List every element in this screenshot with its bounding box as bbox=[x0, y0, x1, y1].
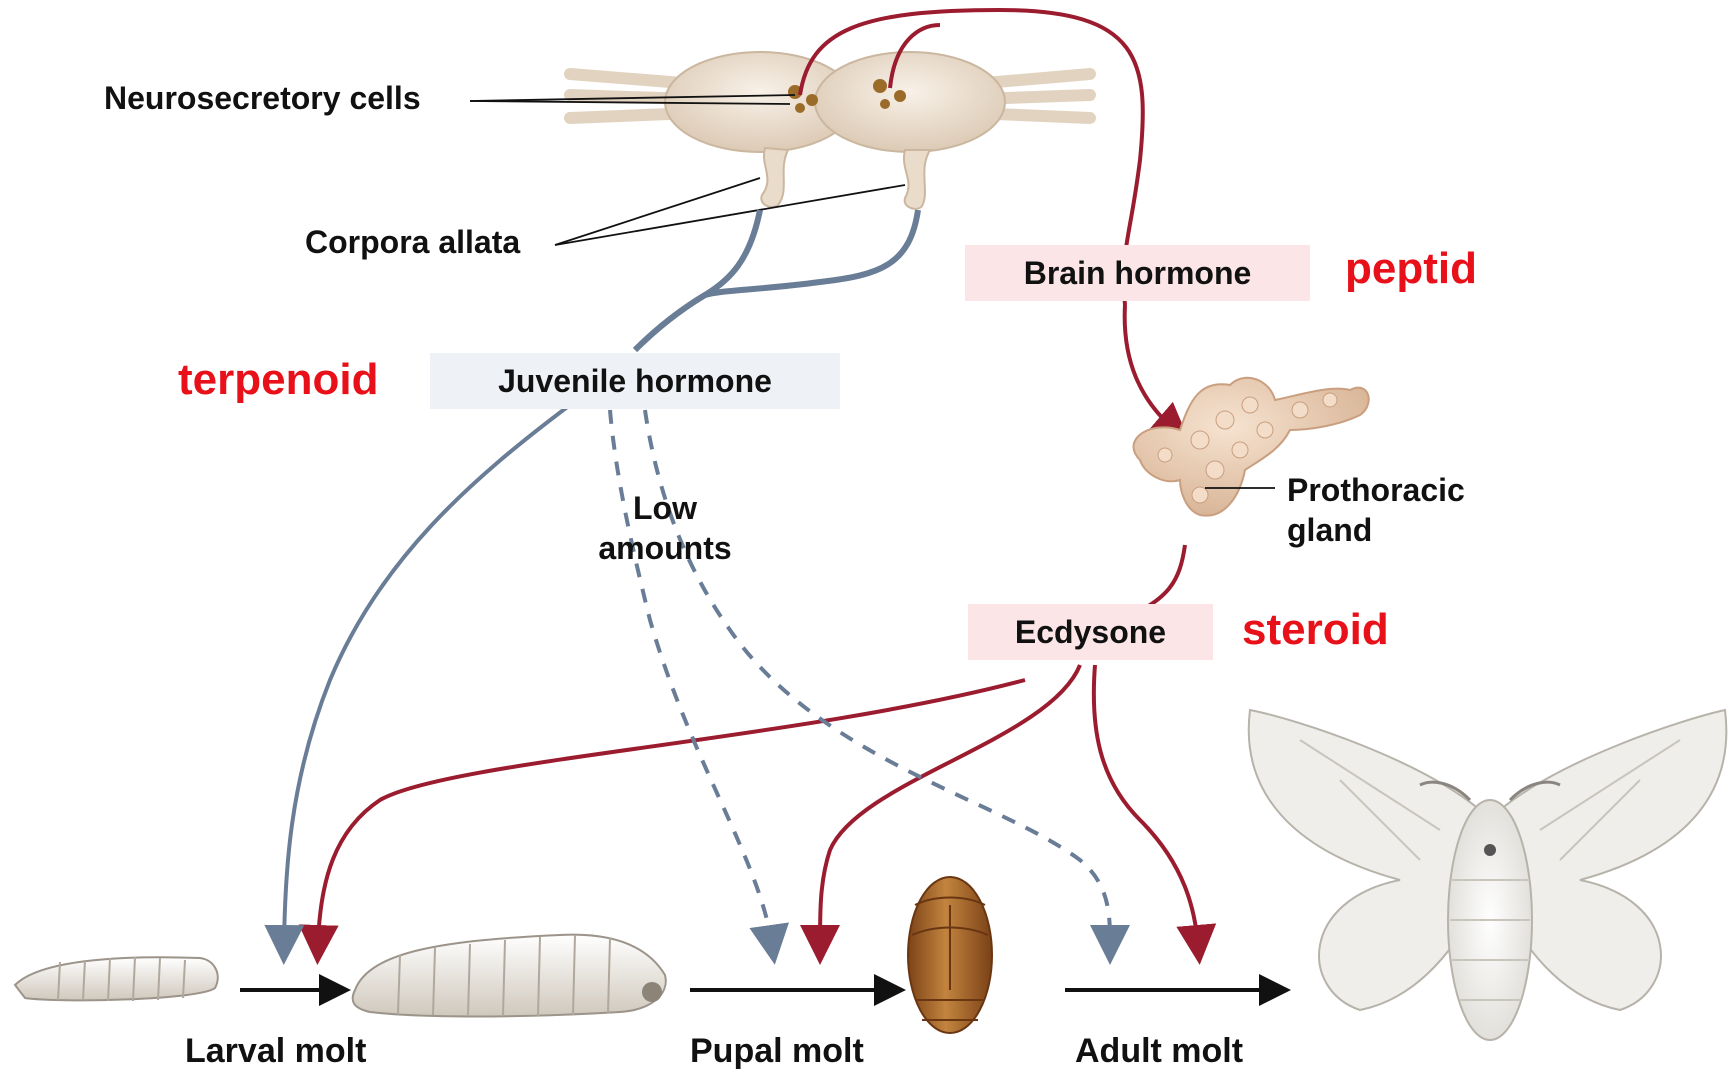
low-amounts-label: Low amounts bbox=[585, 488, 745, 568]
corpora-leader-1 bbox=[555, 178, 760, 245]
adult-moth-illustration bbox=[1249, 710, 1727, 1040]
prothoracic-gland-line1: Prothoracic bbox=[1287, 470, 1465, 510]
ecdysone-label: Ecdysone bbox=[1015, 614, 1166, 651]
neurosecretory-cells-label: Neurosecretory cells bbox=[104, 80, 421, 117]
corpora-allata-line-2 bbox=[705, 210, 918, 295]
juvenile-hormone-label: Juvenile hormone bbox=[498, 363, 772, 400]
larval-molt-label: Larval molt bbox=[185, 1032, 366, 1071]
pupal-molt-label: Pupal molt bbox=[690, 1032, 864, 1071]
brain-illustration bbox=[570, 52, 1090, 209]
brain-hormone-label: Brain hormone bbox=[1024, 255, 1252, 292]
ecdysone-box: Ecdysone bbox=[968, 604, 1213, 660]
small-larva-illustration bbox=[15, 957, 218, 1001]
steroid-annotation: steroid bbox=[1242, 605, 1389, 655]
brain-hormone-arrow bbox=[1125, 305, 1175, 430]
low-amounts-line1: Low bbox=[585, 488, 745, 528]
pupa-illustration bbox=[908, 877, 992, 1033]
ecdysone-to-adult bbox=[1094, 665, 1198, 945]
corpora-allata-label: Corpora allata bbox=[305, 224, 520, 261]
juvenile-to-larval bbox=[284, 405, 570, 945]
low-amounts-line2: amounts bbox=[585, 528, 745, 568]
corpora-allata-line-1 bbox=[635, 210, 760, 350]
adult-molt-label: Adult molt bbox=[1075, 1032, 1243, 1071]
juvenile-hormone-box: Juvenile hormone bbox=[430, 353, 840, 409]
large-larva-illustration bbox=[353, 935, 666, 1017]
brain-hormone-box: Brain hormone bbox=[965, 245, 1310, 301]
prothoracic-gland-line2: gland bbox=[1287, 510, 1465, 550]
terpenoid-annotation: terpenoid bbox=[178, 355, 378, 405]
corpora-leader-2 bbox=[555, 185, 905, 245]
prothoracic-gland-label: Prothoracic gland bbox=[1287, 470, 1465, 550]
peptid-annotation: peptid bbox=[1345, 244, 1477, 294]
